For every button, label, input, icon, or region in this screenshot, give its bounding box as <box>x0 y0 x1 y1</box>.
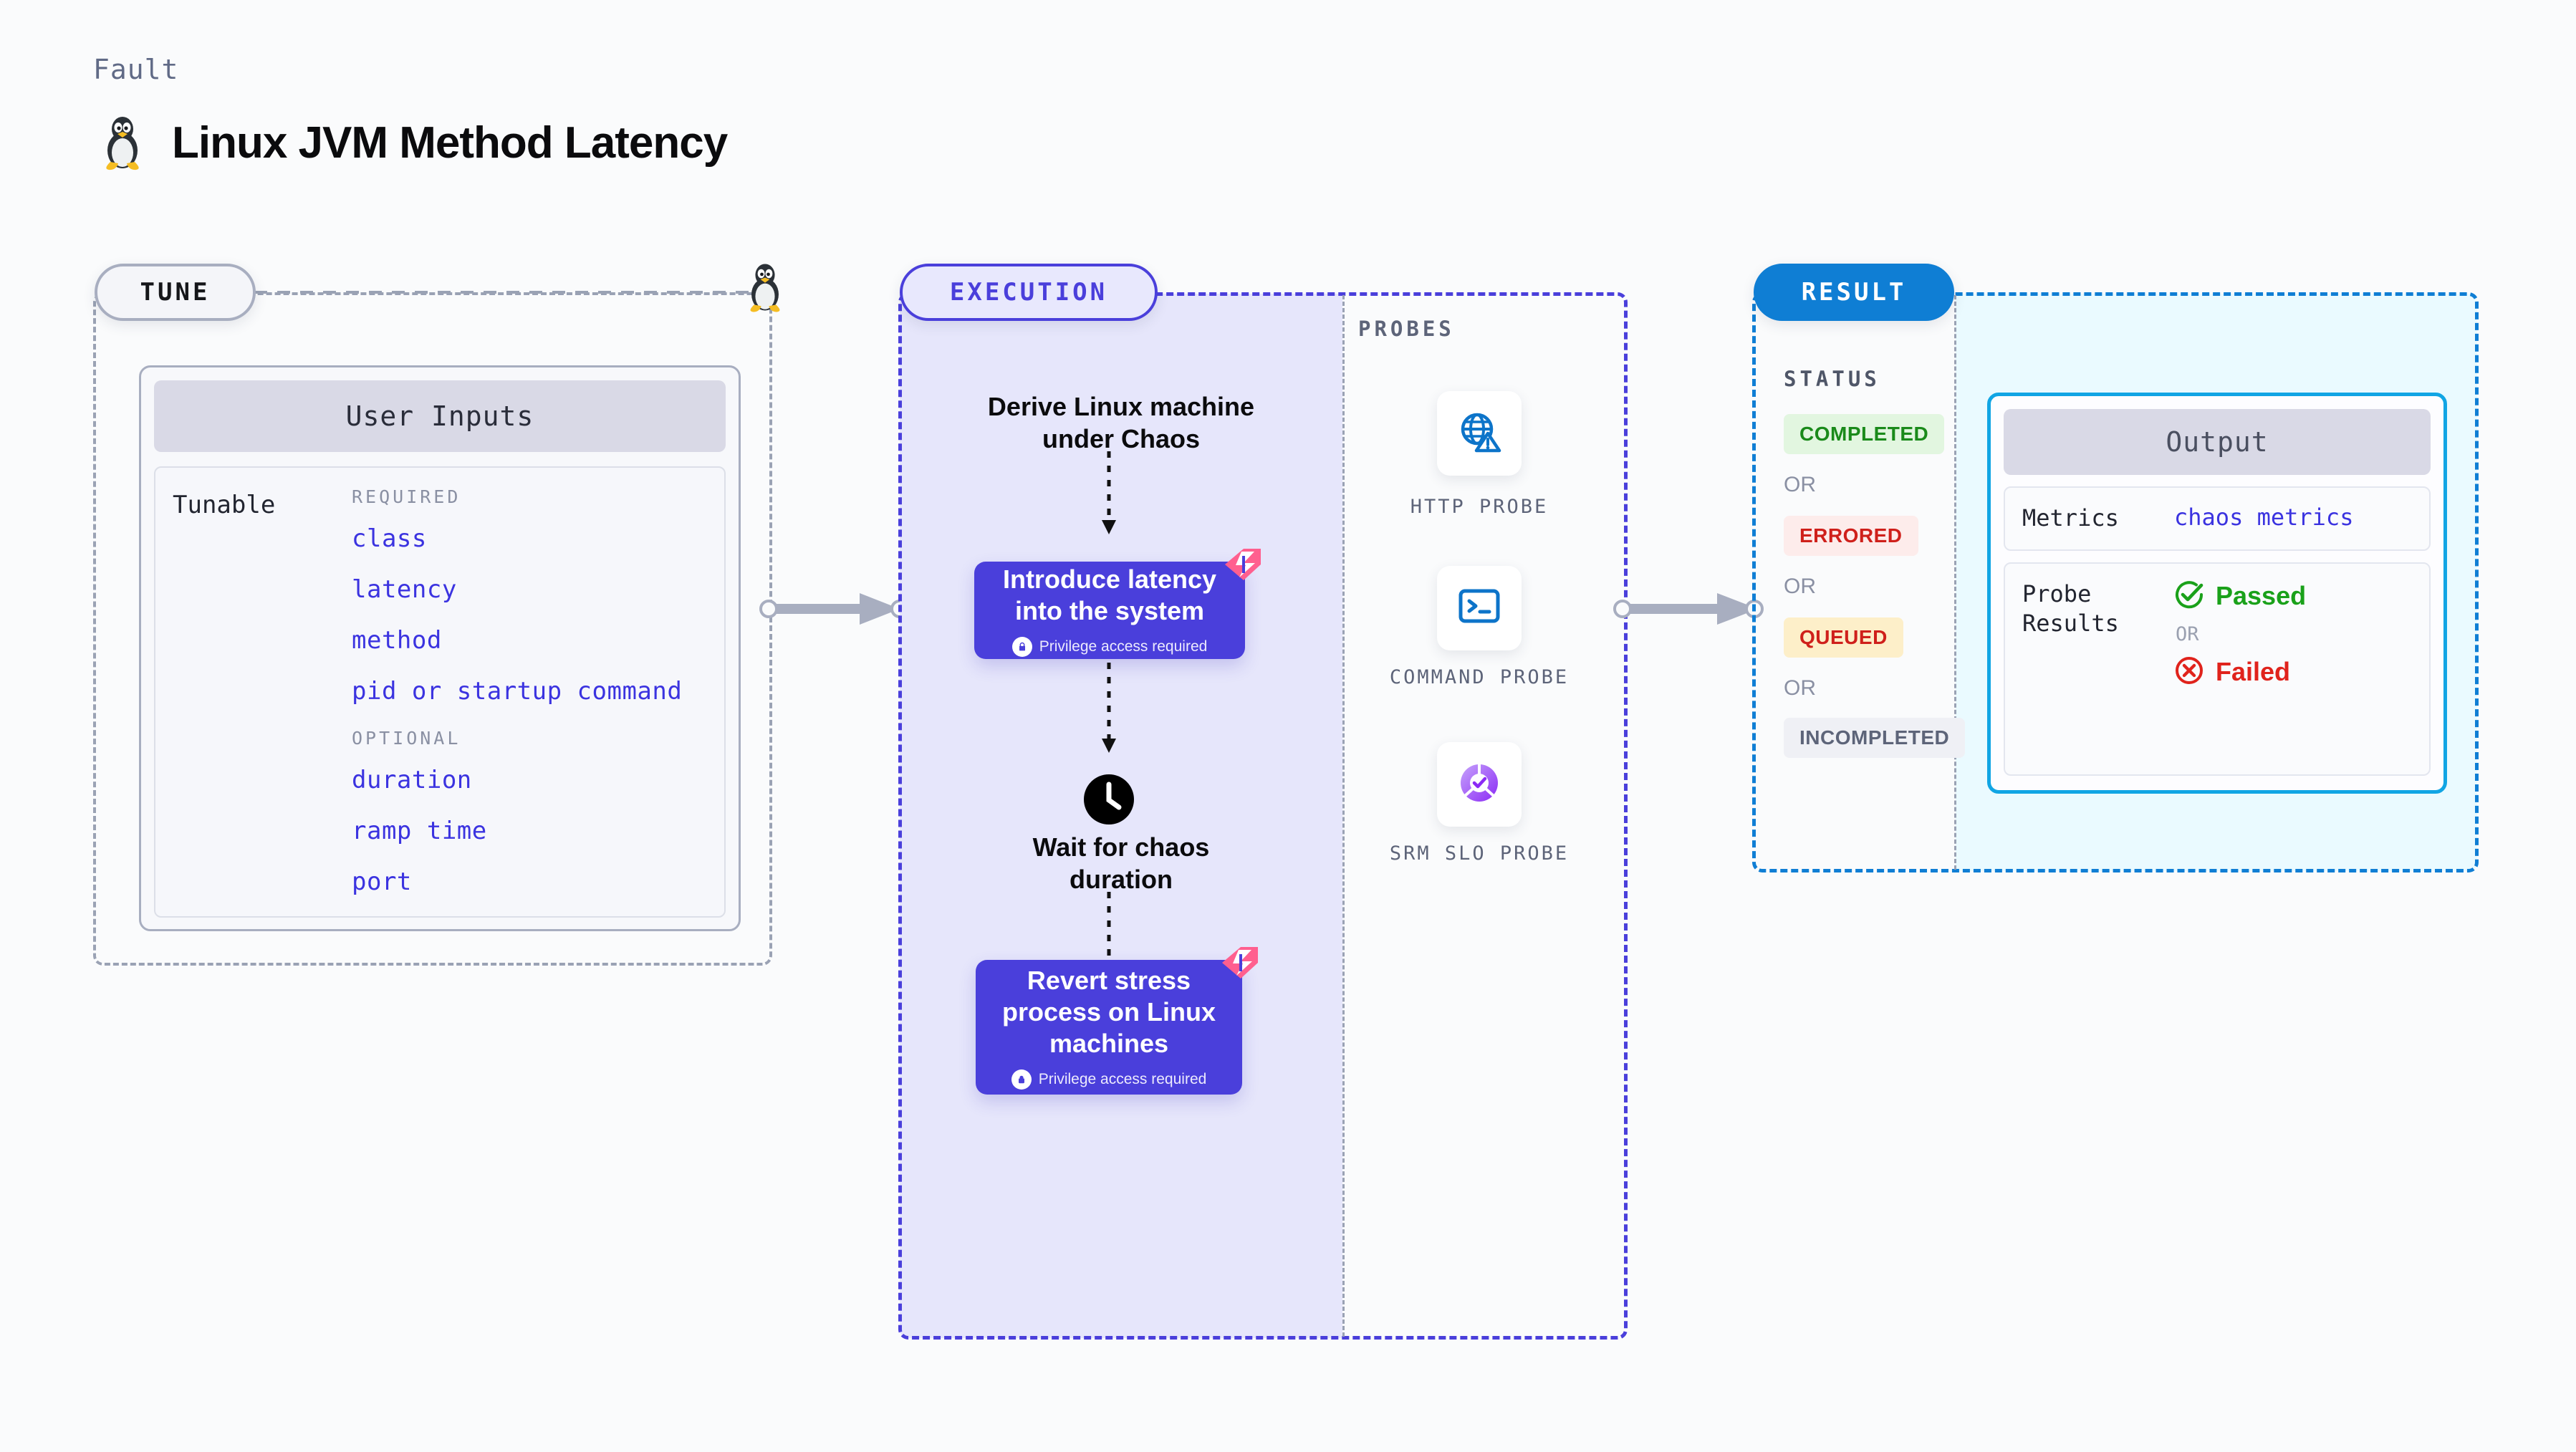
output-title: Output <box>2004 409 2431 475</box>
tunable-label: Tunable <box>173 491 276 519</box>
tune-linux-penguin-icon <box>745 261 785 317</box>
probe-result-values: Passed OR Failed <box>2174 580 2306 759</box>
cross-circle-icon <box>2174 655 2204 689</box>
probe-result-or: OR <box>2176 622 2199 645</box>
status-badge-errored: ERRORED <box>1784 516 1918 556</box>
privilege-note-text: Privilege access required <box>1038 1070 1207 1087</box>
tunable-list: REQUIRED class latency method pid or sta… <box>352 486 717 909</box>
flow-arrow-2 <box>1102 663 1116 753</box>
status-or-2: OR <box>1784 574 1816 598</box>
probe-label-srm-slo: SRM SLO PROBE <box>1389 842 1570 865</box>
output-key-probe-results: Probe Results <box>2022 580 2119 638</box>
lock-icon <box>1011 636 1032 657</box>
execution-step-derive-machine: Derive Linux machine under Chaos <box>987 392 1255 453</box>
status-badge-completed: COMPLETED <box>1784 414 1945 454</box>
linux-penguin-icon <box>100 115 145 170</box>
fault-eyebrow-label: Fault <box>93 54 179 85</box>
execution-section-border <box>898 292 1628 1340</box>
probe-result-failed: Failed <box>2174 655 2306 689</box>
status-badge-queued: QUEUED <box>1784 617 1903 658</box>
harness-icon <box>1219 944 1259 985</box>
execution-pill[interactable]: EXECUTION <box>900 264 1158 321</box>
tune-pill[interactable]: TUNE <box>95 264 256 321</box>
group-heading-required: REQUIRED <box>352 486 461 507</box>
page-title-row: Linux JVM Method Latency <box>100 115 728 170</box>
status-or-1: OR <box>1784 473 1816 496</box>
step-title: Introduce latency into the system <box>1002 564 1217 625</box>
execution-step-introduce-latency[interactable]: Introduce latency into the system Privil… <box>974 549 1261 659</box>
step-title: Revert stress process on Linux machines <box>1001 966 1216 1058</box>
probe-tile-command[interactable] <box>1437 566 1522 650</box>
slo-check-icon <box>1456 760 1502 809</box>
tunable-item-port[interactable]: port <box>352 867 412 896</box>
page-title: Linux JVM Method Latency <box>172 117 728 168</box>
check-circle-icon <box>2174 580 2204 613</box>
output-card: Output Metrics chaos metrics Probe Resul… <box>1987 393 2447 794</box>
tunable-item-class[interactable]: class <box>352 524 427 553</box>
output-value-chaos-metrics[interactable]: chaos metrics <box>2174 504 2354 531</box>
terminal-icon <box>1456 585 1502 632</box>
globe-warning-icon <box>1456 409 1502 458</box>
probe-result-passed: Passed <box>2174 580 2306 613</box>
tunable-item-method[interactable]: method <box>352 626 442 655</box>
execution-step-wait-duration: Wait for chaos duration <box>1032 832 1210 894</box>
tunable-item-ramp-time[interactable]: ramp time <box>352 817 487 845</box>
probe-tile-http[interactable] <box>1437 391 1522 476</box>
status-label: STATUS <box>1784 367 1880 391</box>
tunable-item-latency[interactable]: latency <box>352 575 457 604</box>
connector-dot-tune <box>759 600 778 618</box>
harness-icon <box>1222 546 1262 587</box>
tune-pill-connector <box>254 291 763 294</box>
execution-step-revert-stress[interactable]: Revert stress process on Linux machines … <box>976 947 1258 1095</box>
tunable-item-pid-or-startup-command[interactable]: pid or startup command <box>352 677 683 706</box>
privilege-note: Privilege access required <box>1011 1069 1207 1090</box>
status-or-3: OR <box>1784 676 1816 700</box>
tunable-item-duration[interactable]: duration <box>352 766 472 794</box>
execution-to-result-arrow <box>1623 593 1758 625</box>
tune-to-execution-arrow <box>769 593 900 625</box>
result-divider <box>1954 295 1956 870</box>
status-badge-incompleted: INCOMPLETED <box>1784 718 1966 758</box>
probes-divider <box>1342 295 1345 1337</box>
output-key-metrics: Metrics <box>2022 504 2119 532</box>
probe-tile-srm-slo[interactable] <box>1437 742 1522 827</box>
result-section-border <box>1752 292 2479 872</box>
tune-section-border <box>93 292 772 966</box>
failed-label: Failed <box>2216 657 2291 687</box>
flow-arrow-1 <box>1102 451 1116 534</box>
result-pill[interactable]: RESULT <box>1754 264 1954 321</box>
privilege-note-text: Privilege access required <box>1039 638 1208 655</box>
output-row-probe-results: Probe Results Passed OR <box>2004 562 2431 776</box>
group-heading-optional: OPTIONAL <box>352 728 461 749</box>
probes-section-label: PROBES <box>1358 317 1455 341</box>
user-inputs-card: User Inputs Tunable REQUIRED class laten… <box>139 365 741 931</box>
tunable-box: Tunable REQUIRED class latency method pi… <box>154 466 726 918</box>
probe-label-command: COMMAND PROBE <box>1389 666 1570 688</box>
lock-icon <box>1011 1069 1032 1090</box>
passed-label: Passed <box>2216 581 2307 611</box>
output-row-metrics: Metrics chaos metrics <box>2004 486 2431 551</box>
probe-label-http: HTTP PROBE <box>1410 496 1549 518</box>
user-inputs-title: User Inputs <box>154 380 726 452</box>
connector-dot-execution-out <box>1613 600 1632 618</box>
clock-icon <box>1082 773 1135 830</box>
privilege-note: Privilege access required <box>1011 636 1208 657</box>
